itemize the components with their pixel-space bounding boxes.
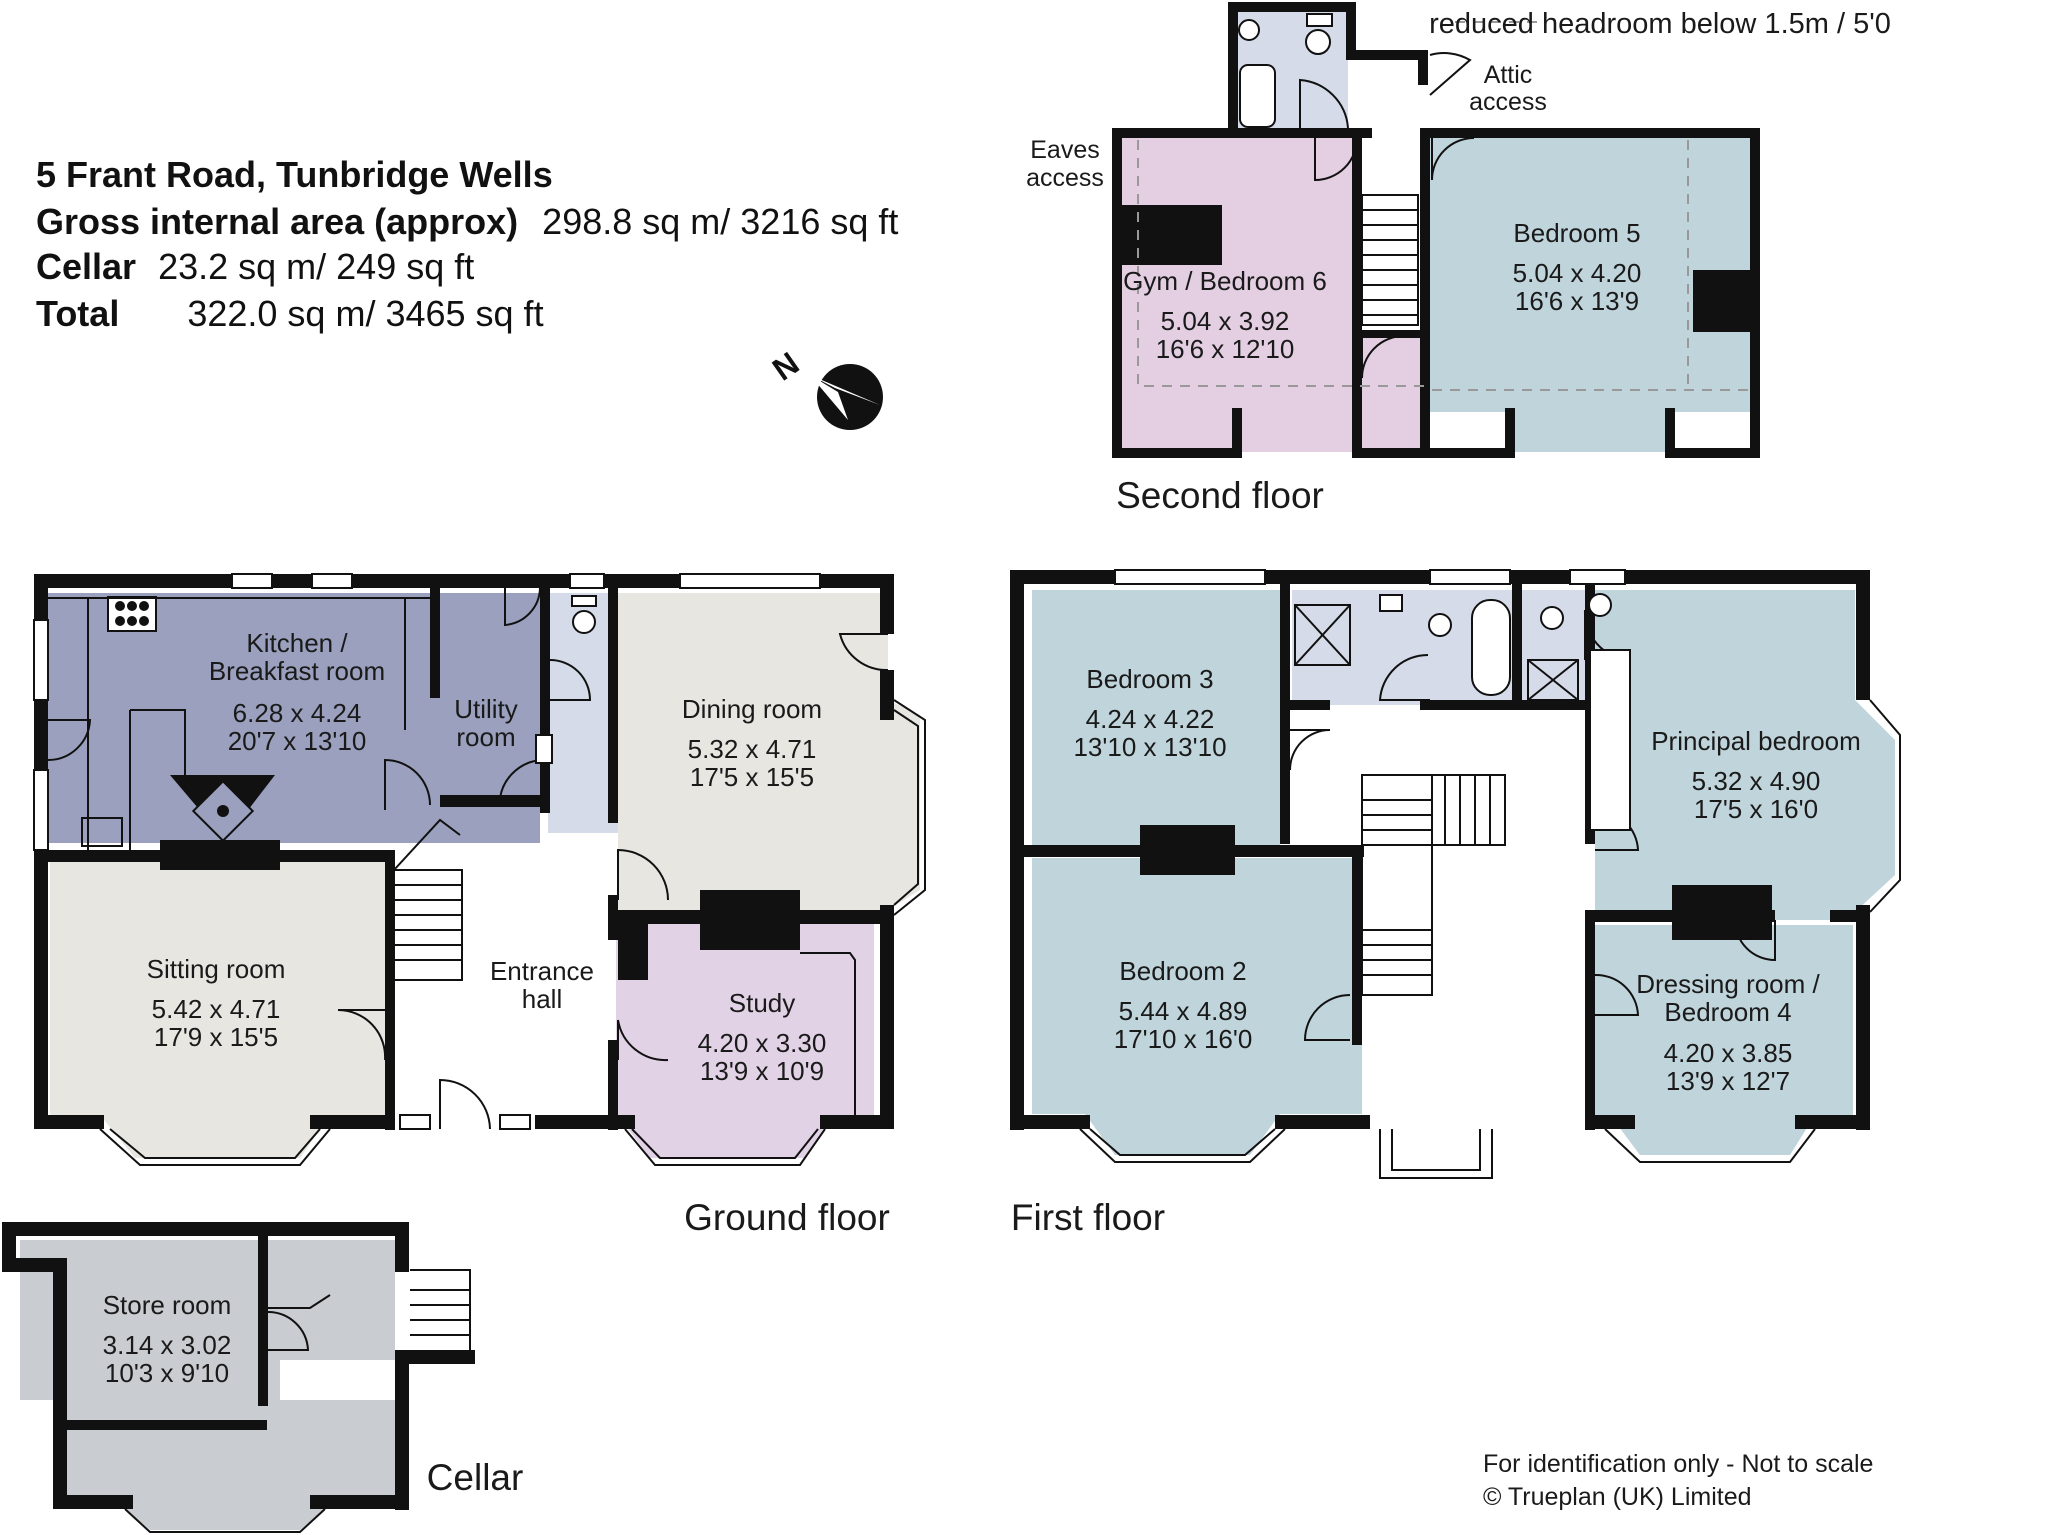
kitchen-metric: 6.28 x 4.24 (233, 698, 362, 728)
store-room-name: Store room (103, 1290, 232, 1320)
dressing-room-area (1595, 925, 1853, 1115)
eaves-access-line1: Eaves (1030, 136, 1099, 164)
study-metric: 4.20 x 3.30 (698, 1028, 827, 1058)
kitchen-name-line1: Kitchen / (246, 628, 348, 658)
bedroom2-area (1032, 858, 1362, 1114)
principal-bedroom-imperial: 17'5 x 16'0 (1694, 794, 1818, 824)
second-floor-plan (1112, 2, 1760, 458)
bedroom3-area (1032, 590, 1280, 850)
bedroom2-metric: 5.44 x 4.89 (1119, 996, 1248, 1026)
bedroom5-name: Bedroom 5 (1513, 218, 1640, 248)
total-area-label: Total (36, 293, 120, 334)
gym-bedroom6-metric: 5.04 x 3.92 (1161, 306, 1290, 336)
gym-bedroom6-area (1118, 132, 1360, 452)
principal-bedroom-name: Principal bedroom (1651, 726, 1861, 756)
gym-bedroom6-imperial: 16'6 x 12'10 (1156, 334, 1295, 364)
bedroom2-imperial: 17'10 x 16'0 (1114, 1024, 1253, 1054)
attic-access-line2: access (1469, 88, 1547, 116)
bedroom3-name: Bedroom 3 (1086, 664, 1213, 694)
entrance-hall-line2: hall (522, 984, 562, 1014)
sitting-room-imperial: 17'9 x 15'5 (154, 1022, 278, 1052)
first-floor-bathroom (1292, 590, 1622, 705)
dining-room-imperial: 17'5 x 15'5 (690, 762, 814, 792)
ground-floor-label: Ground floor (684, 1197, 890, 1238)
cellar-area-label: Cellar (36, 246, 137, 287)
dining-room-metric: 5.32 x 4.71 (688, 734, 817, 764)
cellar-area: Cellar 23.2 sq m/ 249 sq ft (36, 246, 474, 288)
cellar-area-value: 23.2 sq m/ 249 sq ft (158, 246, 475, 287)
utility-name-line2: room (456, 722, 515, 752)
compass-icon: N (766, 345, 883, 430)
bedroom2-name: Bedroom 2 (1119, 956, 1246, 986)
kitchen-imperial: 20'7 x 13'10 (228, 726, 367, 756)
principal-bedroom-area (1595, 590, 1855, 920)
dressing-room-metric: 4.20 x 3.85 (1664, 1038, 1793, 1068)
store-room-metric: 3.14 x 3.02 (103, 1330, 232, 1360)
gym-bedroom6-name: Gym / Bedroom 6 (1123, 266, 1327, 296)
compass-north-letter: N (766, 345, 806, 388)
bedroom5-imperial: 16'6 x 13'9 (1515, 286, 1639, 316)
dressing-room-name-line1: Dressing room / (1636, 969, 1820, 999)
property-address: 5 Frant Road, Tunbridge Wells (36, 154, 553, 195)
sitting-room-metric: 5.42 x 4.71 (152, 994, 281, 1024)
bedroom3-metric: 4.24 x 4.22 (1086, 704, 1215, 734)
gia-label: Gross internal area (approx) (36, 201, 519, 242)
sitting-room-area (50, 857, 386, 1115)
headroom-legend: reduced headroom below 1.5m / 5'0 (1429, 8, 1891, 40)
gia-value: 298.8 sq m/ 3216 sq ft (542, 201, 899, 242)
sitting-room-name: Sitting room (147, 954, 286, 984)
dressing-room-imperial: 13'9 x 12'7 (1666, 1066, 1790, 1096)
entrance-hall-line1: Entrance (490, 956, 594, 986)
first-floor-plan (1010, 569, 1901, 1179)
dressing-room-name-line2: Bedroom 4 (1664, 997, 1791, 1027)
total-area: Total 322.0 sq m/ 3465 sq ft (36, 293, 544, 335)
ground-floor-plan (33, 573, 926, 1166)
eaves-access-line2: access (1026, 164, 1104, 192)
dining-room-name: Dining room (682, 694, 822, 724)
principal-bedroom-metric: 5.32 x 4.90 (1692, 766, 1821, 796)
gross-internal-area: Gross internal area (approx) 298.8 sq m/… (36, 201, 898, 243)
store-room-imperial: 10'3 x 9'10 (105, 1358, 229, 1388)
attic-access-line1: Attic (1484, 61, 1533, 89)
second-floor-label: Second floor (1116, 475, 1324, 516)
bedroom5-metric: 5.04 x 4.20 (1513, 258, 1642, 288)
utility-name-line1: Utility (454, 694, 518, 724)
dining-room-area (618, 593, 888, 913)
total-area-value: 322.0 sq m/ 3465 sq ft (187, 293, 544, 334)
disclaimer-text: For identification only - Not to scale (1483, 1450, 1873, 1478)
first-floor-label: First floor (1011, 1197, 1165, 1238)
study-name: Study (729, 988, 796, 1018)
cellar-plan (2, 1222, 475, 1533)
cellar-floor-label: Cellar (427, 1457, 524, 1498)
study-area (616, 923, 874, 1118)
bedroom3-imperial: 13'10 x 13'10 (1073, 732, 1226, 762)
study-imperial: 13'9 x 10'9 (700, 1056, 824, 1086)
copyright-text: © Trueplan (UK) Limited (1483, 1483, 1752, 1511)
kitchen-name-line2: Breakfast room (209, 656, 385, 686)
